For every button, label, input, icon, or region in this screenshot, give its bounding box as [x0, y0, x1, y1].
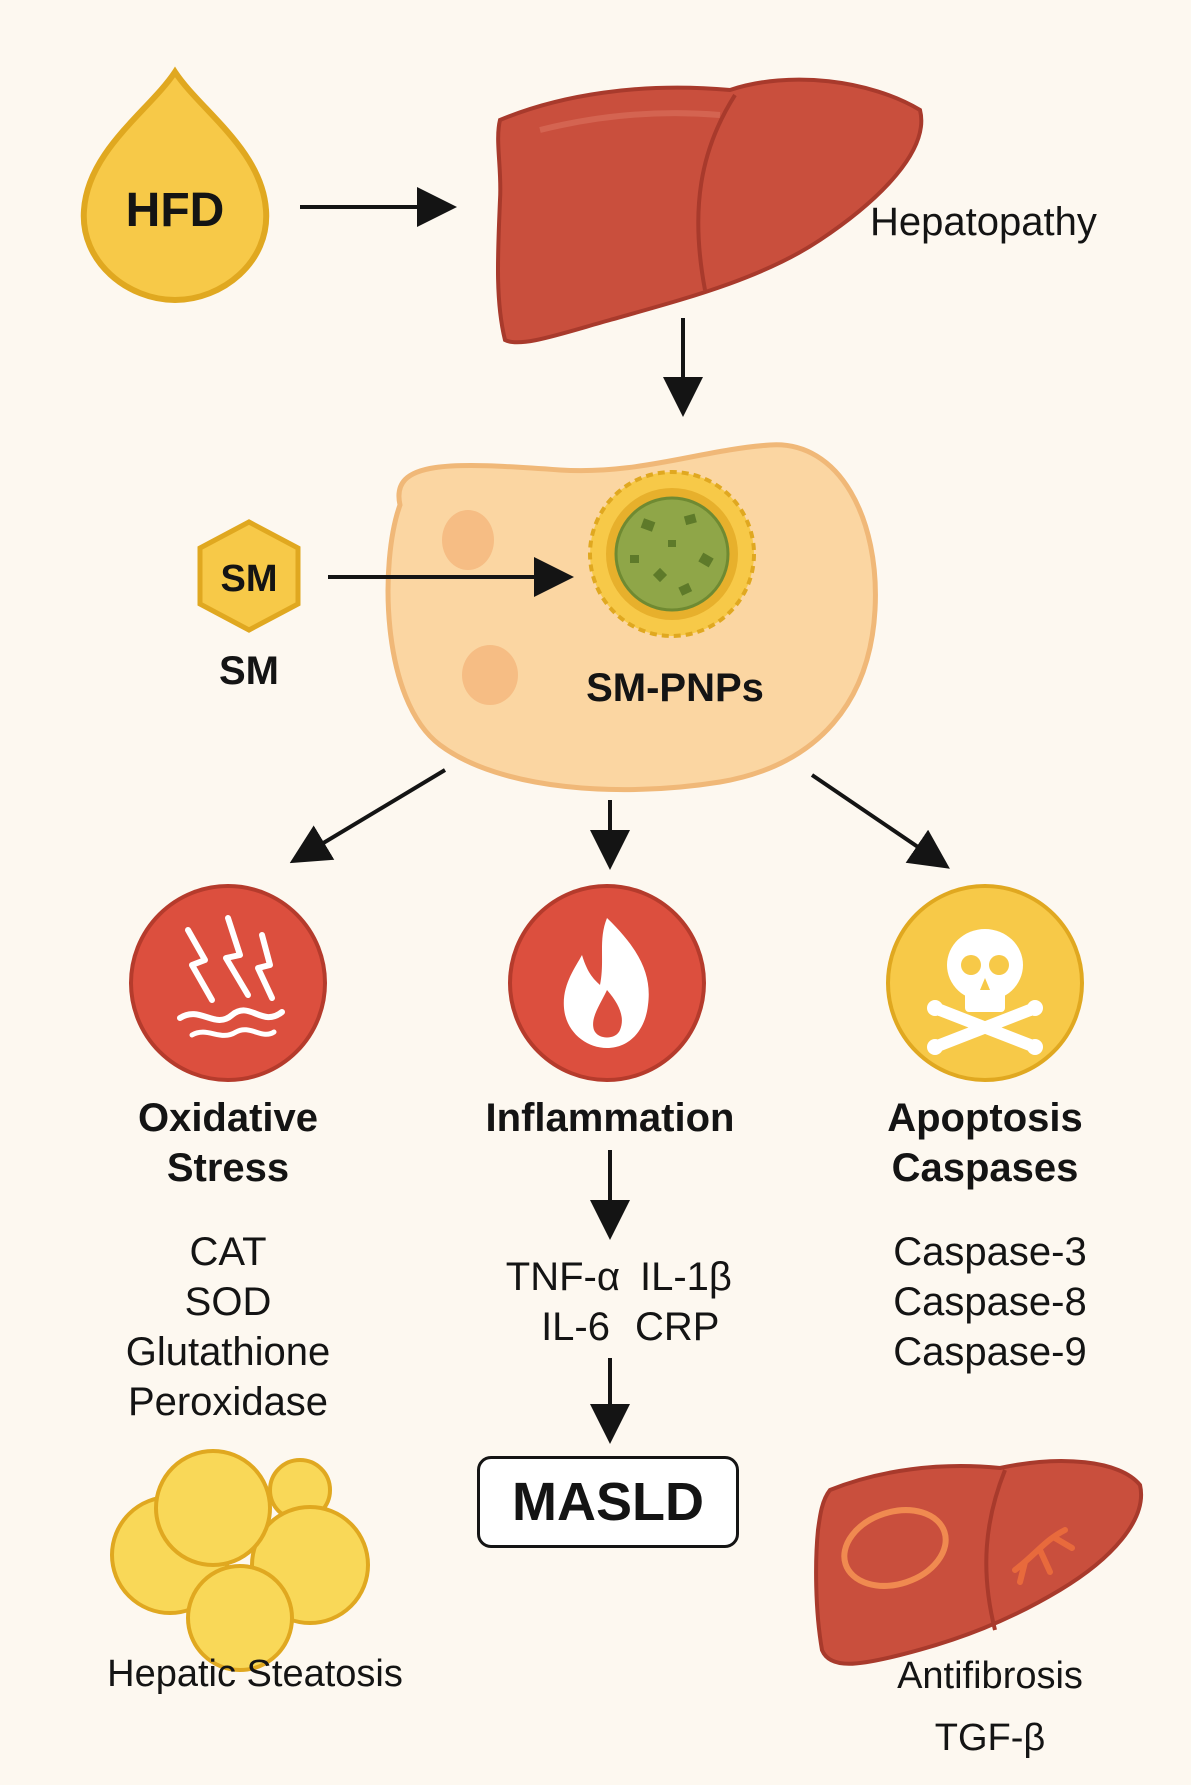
- masld-box: MASLD: [477, 1456, 739, 1548]
- nanoparticle-icon: [588, 470, 756, 638]
- hfd-label: HFD: [125, 184, 225, 237]
- oxidative-marker: Peroxidase: [127, 1380, 329, 1424]
- cytokine-il1b: IL-1β: [640, 1255, 732, 1299]
- fibrotic-liver-icon: [814, 1459, 1144, 1666]
- oxidative-marker: SOD: [184, 1280, 272, 1324]
- masld-label: MASLD: [512, 1472, 704, 1532]
- cytokine-il6: IL-6: [541, 1305, 610, 1349]
- nanoparticle-label: SM-PNPs: [586, 666, 764, 710]
- liver-icon: [495, 77, 924, 345]
- arrow-to-oxidative: [289, 768, 447, 864]
- cytokine-crp: CRP: [635, 1305, 720, 1349]
- apoptosis-title-line1: Apoptosis: [887, 1096, 1083, 1140]
- skull-crossbones-icon: [886, 884, 1084, 1082]
- oxidative-title-line1: Oxidative: [137, 1096, 319, 1140]
- flame-icon: [508, 884, 706, 1082]
- oxidative-marker: Glutathione: [125, 1330, 331, 1374]
- apoptosis-title-line2: Caspases: [891, 1146, 1079, 1190]
- antifibrosis-label: Antifibrosis: [897, 1655, 1083, 1697]
- inflammation-title: Inflammation: [485, 1096, 735, 1140]
- hepatopathy-label: Hepatopathy: [870, 200, 1097, 244]
- caspase-marker: Caspase-9: [893, 1330, 1087, 1374]
- sm-label: SM: [219, 649, 279, 693]
- caspase-marker: Caspase-3: [893, 1230, 1087, 1274]
- tgf-label: TGF-β: [934, 1717, 1046, 1759]
- caspase-marker: Caspase-8: [893, 1280, 1087, 1324]
- fat-droplets-icon: [110, 1449, 370, 1672]
- steatosis-label: Hepatic Steatosis: [107, 1653, 403, 1695]
- oxidative-marker: CAT: [189, 1230, 267, 1274]
- arrow-to-apoptosis: [810, 773, 950, 869]
- oxidative-title-line2: Stress: [166, 1146, 290, 1190]
- lightning-icon: [129, 884, 327, 1082]
- hexagon-icon: [197, 519, 301, 633]
- cytokine-tnf: TNF-α: [505, 1255, 620, 1299]
- sm-badge-label: SM: [220, 558, 278, 600]
- drop-icon: [80, 66, 270, 304]
